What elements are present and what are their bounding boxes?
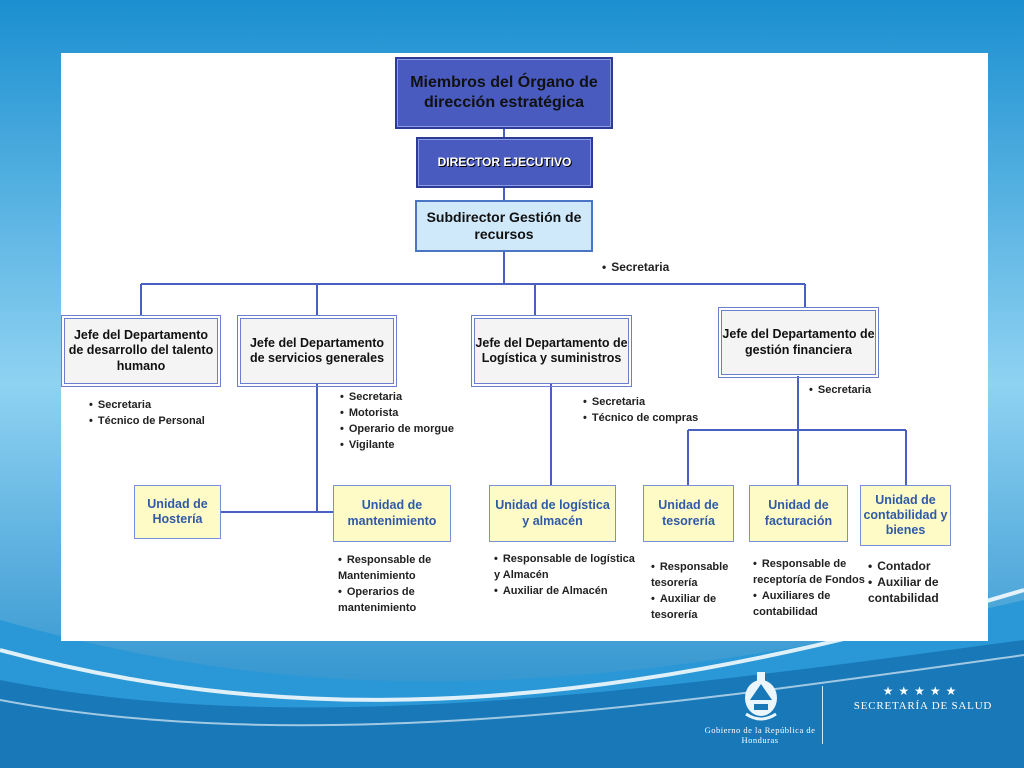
unit-title: Unidad de tesorería — [658, 498, 719, 528]
list-item: Auxiliares de contabilidad — [753, 588, 871, 620]
unit-staff-list-maintenance: Responsable de Mantenimiento Operarios d… — [338, 552, 448, 616]
department-box-logistics: Jefe del Departamento de Logística y sum… — [471, 315, 632, 387]
list-item: Auxiliar de contabilidad — [868, 574, 958, 606]
list-item: Responsable tesorería — [651, 559, 743, 591]
members-title: Miembros del Órgano de dirección estraté… — [410, 74, 598, 111]
department-title: Jefe del Departamento de Logística y sum… — [475, 335, 628, 365]
subdirector-staff-list: Secretaria — [602, 259, 669, 275]
unit-box-maintenance: Unidad de mantenimiento — [333, 485, 451, 542]
unit-box-treasury: Unidad de tesorería — [643, 485, 734, 542]
department-box-services: Jefe del Departamento de servicios gener… — [237, 315, 397, 387]
list-item: Técnico de compras — [583, 410, 698, 426]
honduras-coat-of-arms-icon — [745, 672, 777, 721]
unit-title: Unidad de contabilidad y bienes — [863, 492, 948, 538]
department-box-finance: Jefe del Departamento de gestión financi… — [718, 307, 879, 378]
list-item: Contador — [868, 558, 958, 574]
stars-icon: ★★★★★ — [882, 684, 962, 698]
list-item: Secretaria — [89, 397, 205, 413]
department-staff-list-talent: Secretaria Técnico de Personal — [89, 397, 205, 429]
list-item: Auxiliar de tesorería — [651, 591, 743, 623]
unit-title: Unidad de facturación — [764, 498, 833, 528]
department-title: Jefe del Departamento de servicios gener… — [249, 335, 385, 365]
unit-staff-list-treasury: Responsable tesorería Auxiliar de tesore… — [651, 559, 743, 623]
department-box-talent: Jefe del Departamento de desarrollo del … — [61, 315, 221, 387]
unit-title: Unidad de mantenimiento — [347, 498, 437, 528]
department-staff-list-finance: Secretaria — [809, 382, 871, 398]
list-item: Secretaria — [809, 382, 871, 398]
unit-title: Unidad de logística y almacén — [495, 498, 610, 528]
list-item: Operario de morgue — [340, 421, 454, 437]
list-item: Operarios de mantenimiento — [338, 584, 448, 616]
list-item: Responsable de Mantenimiento — [338, 552, 448, 584]
department-title: Jefe del Departamento de gestión financi… — [722, 327, 875, 357]
unit-box-accounting: Unidad de contabilidad y bienes — [860, 485, 951, 546]
list-item: Técnico de Personal — [89, 413, 205, 429]
list-item: Secretaria — [602, 259, 669, 275]
subdirector-box: Subdirector Gestión de recursos — [415, 200, 593, 252]
members-box: Miembros del Órgano de dirección estraté… — [395, 57, 613, 129]
department-staff-list-services: Secretaria Motorista Operario de morgue … — [340, 389, 454, 453]
list-item: Secretaria — [583, 394, 698, 410]
list-item: Responsable de receptoría de Fondos — [753, 556, 871, 588]
unit-title: Unidad de Hostería — [147, 496, 208, 526]
list-item: Motorista — [340, 405, 454, 421]
footer-divider — [822, 686, 823, 744]
government-label: Gobierno de la República de Honduras — [704, 725, 816, 745]
list-item: Auxiliar de Almacén — [494, 583, 644, 599]
list-item: Secretaria — [340, 389, 454, 405]
director-box: DIRECTOR EJECUTIVO — [416, 137, 593, 188]
ministry-label: SECRETARÍA DE SALUD — [853, 700, 993, 712]
list-item: Responsable de logística y Almacén — [494, 551, 644, 583]
director-title: DIRECTOR EJECUTIVO — [437, 155, 572, 170]
unit-staff-list-accounting: Contador Auxiliar de contabilidad — [868, 558, 958, 606]
unit-box-logistics: Unidad de logística y almacén — [489, 485, 616, 542]
list-item: Vigilante — [340, 437, 454, 453]
unit-box-hosteria: Unidad de Hostería — [134, 485, 221, 539]
unit-box-billing: Unidad de facturación — [749, 485, 848, 542]
department-title: Jefe del Departamento de desarrollo del … — [68, 328, 214, 373]
unit-staff-list-logistics: Responsable de logística y Almacén Auxil… — [494, 551, 644, 599]
unit-staff-list-billing: Responsable de receptoría de Fondos Auxi… — [753, 556, 871, 620]
subdirector-title: Subdirector Gestión de recursos — [426, 208, 582, 242]
department-staff-list-logistics: Secretaria Técnico de compras — [583, 394, 698, 426]
